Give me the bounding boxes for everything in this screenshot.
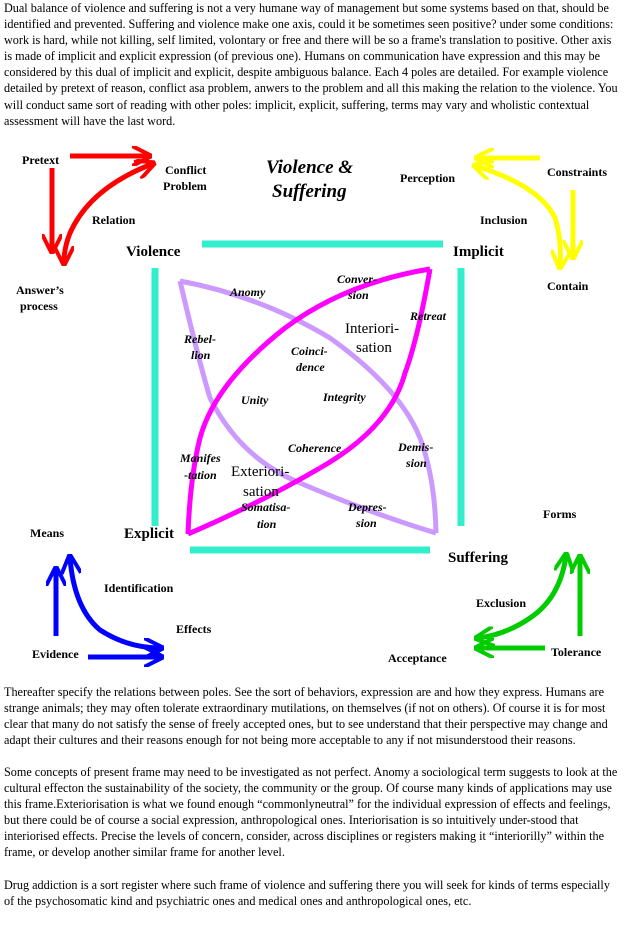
magenta-right-branch <box>318 268 433 471</box>
magenta-bottom <box>187 465 322 537</box>
pole-explicit: Explicit <box>124 526 174 542</box>
label-exteriorisation-line1: Exteriori- <box>231 464 289 480</box>
label-conflict-line2: Problem <box>163 179 207 193</box>
frame <box>151 240 465 554</box>
label-anomy: Anomy <box>229 285 266 299</box>
paragraph-drug-addiction: Drug addiction is a sort register where … <box>4 878 610 909</box>
violence-suffering-diagram: Violence & Suffering Violence Implicit E… <box>16 138 607 678</box>
label-demission-line1: Demis- <box>397 440 433 454</box>
label-constraints: Constraints <box>547 165 607 179</box>
label-answer-line2: process <box>20 299 58 313</box>
diagram-title-line2: Suffering <box>272 181 347 202</box>
label-manifestation-line1: Manifes <box>179 451 221 465</box>
label-evidence: Evidence <box>32 647 79 661</box>
label-rebellion-line1: Rebel- <box>183 332 216 346</box>
label-inclusion: Inclusion <box>480 213 528 227</box>
label-identification: Identification <box>104 581 174 595</box>
label-interiorisation-line1: Interiori- <box>345 321 399 337</box>
label-depression-line1: Depres- <box>347 500 387 514</box>
yellow-arrow-curve <box>476 166 560 266</box>
label-contain: Contain <box>547 279 589 293</box>
label-means: Means <box>30 526 64 540</box>
label-interiorisation-line2: sation <box>356 340 392 356</box>
intro-paragraph: Dual balance of violence and suffering i… <box>4 1 618 128</box>
label-pretext: Pretext <box>22 153 59 167</box>
paragraph-relations: Thereafter specify the relations between… <box>4 685 608 748</box>
label-conversion-line1: Conver- <box>337 272 377 286</box>
label-manifestation-line2: -tation <box>184 468 217 482</box>
label-forms: Forms <box>543 507 577 521</box>
label-conflict-line1: Conflict <box>165 163 206 177</box>
magenta-arc <box>185 266 431 535</box>
label-perception: Perception <box>400 171 455 185</box>
implicit-arrows <box>476 158 573 266</box>
pole-suffering: Suffering <box>448 550 509 566</box>
label-integrity: Integrity <box>322 390 366 404</box>
label-effects: Effects <box>176 622 212 636</box>
label-conversion-line2: sion <box>347 288 369 302</box>
label-relation: Relation <box>92 213 136 227</box>
green-arrow-curve <box>478 556 566 638</box>
label-demission-line2: sion <box>405 456 427 470</box>
magenta-curve <box>185 266 433 537</box>
label-exclusion: Exclusion <box>476 596 526 610</box>
label-somatisation-line2: tion <box>257 517 277 531</box>
lavender-curve <box>177 278 439 536</box>
suffering-arrows <box>478 556 580 648</box>
label-retreat: Retreat <box>409 309 447 323</box>
blue-arrow-curve <box>70 558 160 648</box>
diagram-title-line1: Violence & <box>266 157 353 178</box>
label-coherence: Coherence <box>288 441 342 455</box>
explicit-arrows <box>56 558 160 657</box>
label-acceptance: Acceptance <box>388 651 447 665</box>
lavender-bottom <box>299 480 437 536</box>
violence-arrows <box>52 156 152 262</box>
label-rebellion-line2: lion <box>191 348 211 362</box>
red-arrow-curve <box>64 164 152 262</box>
paragraph-concepts: Some concepts of present frame may need … <box>4 765 618 860</box>
label-answer-line1: Answer’s <box>16 283 64 297</box>
label-exteriorisation-line2: sation <box>243 484 279 500</box>
pole-implicit: Implicit <box>453 244 504 260</box>
pole-violence: Violence <box>126 244 181 260</box>
lavender-left-branch <box>177 280 301 486</box>
label-coincidence-line1: Coinci- <box>291 344 328 358</box>
label-somatisation-line1: Somatisa- <box>241 500 290 514</box>
label-coincidence-line2: dence <box>296 360 325 374</box>
label-tolerance: Tolerance <box>551 645 602 659</box>
label-depression-line2: sion <box>355 516 377 530</box>
label-unity: Unity <box>241 393 269 407</box>
lavender-arc <box>179 278 439 534</box>
